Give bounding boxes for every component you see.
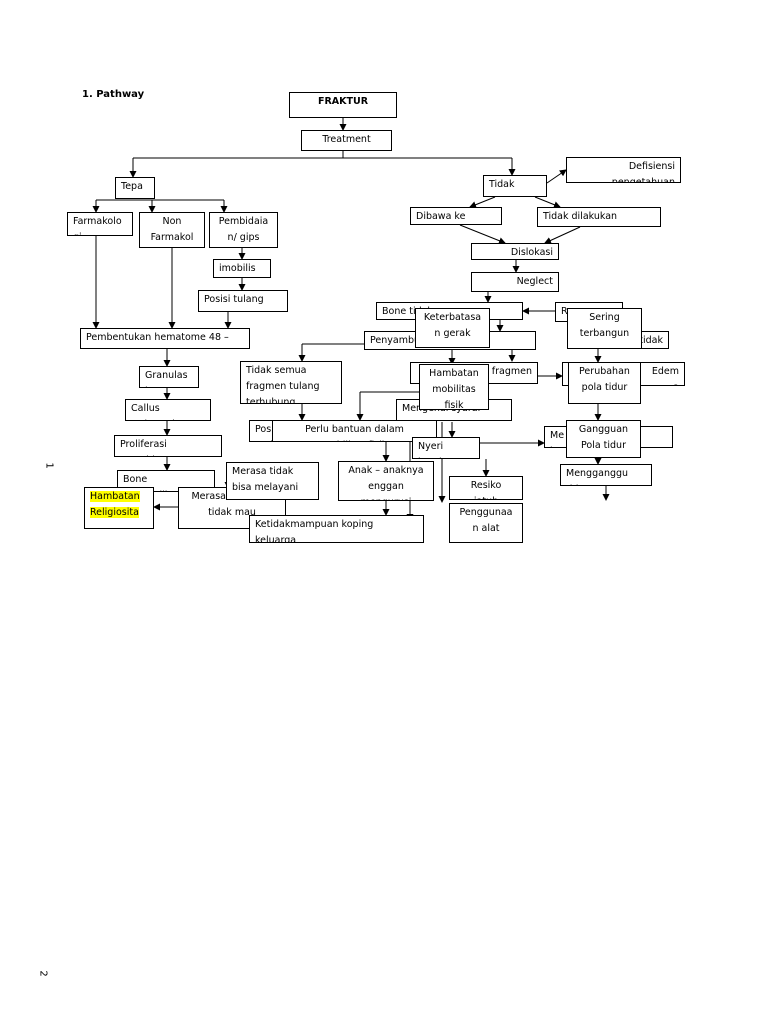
node-non-farmakologi: Non Farmakol ogi bbox=[139, 212, 205, 248]
node-dislokasi: Dislokasi tulang bbox=[471, 243, 559, 260]
node-neglect: Neglect fraktur bbox=[471, 272, 559, 292]
node-treatment: Treatment bbox=[301, 130, 392, 151]
node-resiko-jatuh: Resiko jatuh bbox=[449, 476, 523, 500]
highlighted-text: Hambatan Religiosita bbox=[90, 491, 140, 519]
page-number-1: 1 bbox=[43, 462, 55, 469]
node-keterbatasan-gerak: Keterbatasa n gerak bbox=[415, 308, 490, 348]
node-dibawa-dukun: Dibawa ke dukun bbox=[410, 207, 502, 225]
node-defisiensi: Defisiensi pengetahuan bbox=[566, 157, 681, 183]
node-tidak: Tidak bbox=[483, 175, 547, 197]
node-gangguan-pola-tidur: Gangguan Pola tidur bbox=[566, 420, 641, 458]
node-imobilisasi: imobilis asi bbox=[213, 259, 271, 278]
node-tidak-semua-fragmen: Tidak semua fragmen tulang terhubung bbox=[240, 361, 342, 404]
node-perlu-bantuan: Perlu bantuan dalam mobilitas fisik bbox=[272, 420, 437, 442]
node-merasa-tidak-bisa: Merasa tidak bisa melayani bbox=[226, 462, 319, 500]
node-proliferasi: Proliferasi osteoblast bbox=[114, 435, 222, 457]
page-number-2: 2 bbox=[37, 970, 49, 977]
node-sering-terbangun: Sering terbangun bbox=[567, 308, 642, 349]
node-ketidakmampuan-koping: Ketidakmampuan koping keluarga bbox=[249, 515, 424, 543]
node-granulasi: Granulas i bbox=[139, 366, 199, 388]
node-tidak-imobilisasi: Tidak dilakukan imobilisasi bbox=[537, 207, 661, 227]
node-mengganggu-tidur: Mengganggu tidur bbox=[560, 464, 652, 486]
node-anak-enggan: Anak – anaknya enggan mengurusi bbox=[338, 461, 434, 501]
pathway-heading: 1. Pathway bbox=[82, 89, 145, 100]
node-fraktur: FRAKTUR bbox=[289, 92, 397, 118]
node-pembidaian: Pembidaia n/ gips bbox=[209, 212, 278, 248]
node-nyeri-kronis: Nyeri kronis bbox=[412, 437, 480, 459]
node-pembentukan-hematome: Pembentukan hematome 48 – bbox=[80, 328, 250, 349]
node-hambatan-mobilitas: Hambatan mobilitas fisik bbox=[419, 364, 489, 410]
node-farmakologi: Farmakolo gi bbox=[67, 212, 133, 236]
node-callus: Callus terbentuk bbox=[125, 399, 211, 421]
node-perubahan-pola: Perubahan pola tidur bbox=[568, 362, 641, 404]
node-posisi-tulang: Posisi tulang tepat bbox=[198, 290, 288, 312]
node-hambatan-religiositas: Hambatan Religiosita bbox=[84, 487, 154, 529]
node-tepat: Tepa t bbox=[115, 177, 155, 199]
node-penggunaan-alat: Penggunaa n alat bbox=[449, 503, 523, 543]
